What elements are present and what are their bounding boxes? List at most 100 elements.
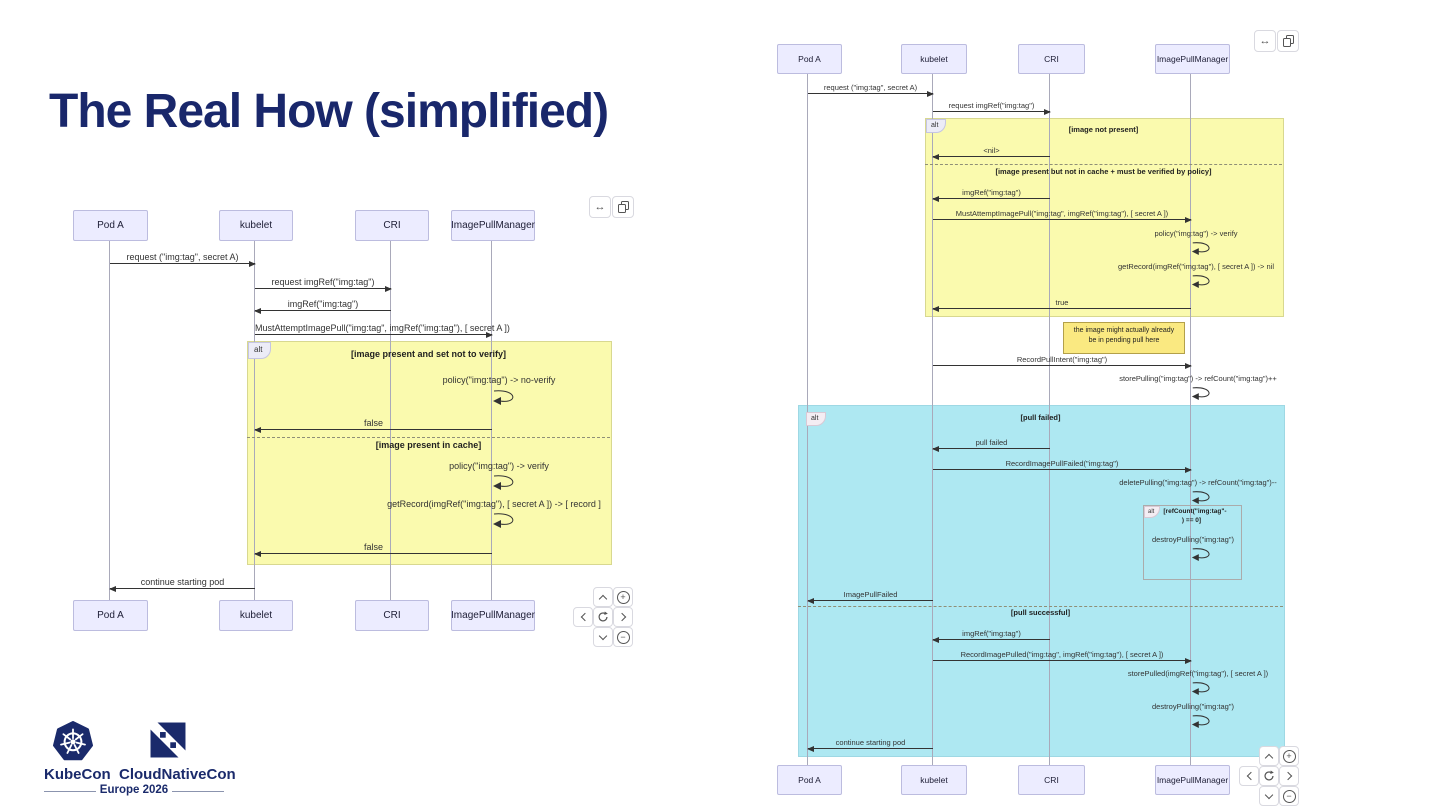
self-message-label: getRecord(imgRef("img:tag"), [ secret A … — [1117, 262, 1275, 271]
message-label: continue starting pod — [835, 738, 906, 747]
self-loop-arrow — [1191, 548, 1210, 561]
message-label: pull failed — [975, 438, 1008, 447]
self-message-label: destroyPulling("img:tag") — [1151, 702, 1235, 711]
message-record-pull-failed: RecordImagePullFailed("img:tag") — [933, 457, 1192, 473]
message-label: MustAttemptImagePull("img:tag", imgRef("… — [955, 209, 1169, 218]
minus-glyph: − — [1286, 790, 1292, 801]
message-request-imgref: request imgRef("img:tag") — [255, 274, 392, 292]
lifeline-pod-a — [109, 239, 110, 600]
chevron-right-icon — [617, 612, 626, 622]
note-box: the image might actually already be in p… — [1063, 322, 1185, 354]
lifeline-kubelet — [254, 239, 255, 600]
message-label: true — [1055, 298, 1069, 307]
zoom-out-button[interactable]: − — [1279, 786, 1299, 806]
self-message-label: getRecord(imgRef("img:tag"), [ secret A … — [387, 499, 601, 509]
minus-glyph: − — [620, 631, 626, 642]
footer-rule-left — [44, 791, 96, 792]
self-loop-arrow — [493, 513, 514, 528]
actor-pod-a-bottom: Pod A — [777, 765, 842, 795]
message-label: imgRef("img:tag") — [287, 299, 359, 309]
alt-block-cyan — [798, 405, 1285, 757]
chevron-down-icon — [1264, 790, 1274, 799]
alt-condition: [image present but not in cache + must b… — [995, 167, 1212, 176]
actor-imagepullmanager-bottom: ImagePullManager — [1155, 765, 1230, 795]
message-request-pod: request ("img:tag", secret A) — [110, 249, 256, 267]
alt-condition: [pull failed] — [1020, 413, 1061, 422]
alt-condition: [pull successful] — [1010, 608, 1071, 617]
pan-up-button[interactable] — [1259, 746, 1279, 766]
alt-block-yellow — [247, 341, 612, 565]
message-false: false — [254, 539, 492, 557]
slide-title: The Real How (simplified) — [49, 85, 609, 138]
message-imgref-reply: imgRef("img:tag") — [932, 627, 1050, 643]
lifeline-cri — [390, 239, 391, 600]
message-continue: continue starting pod — [109, 574, 255, 592]
message-label: request ("img:tag", secret A) — [823, 83, 918, 92]
chevron-up-icon — [598, 594, 608, 603]
actor-pod-a: Pod A — [73, 210, 148, 241]
alt-divider — [247, 437, 610, 438]
self-loop-arrow — [1191, 715, 1210, 728]
zoom-out-icon: − — [1282, 789, 1296, 803]
pan-down-button[interactable] — [593, 627, 613, 647]
self-loop-arrow — [1191, 491, 1210, 504]
actor-cri: CRI — [1018, 44, 1085, 74]
message-label: false — [363, 542, 383, 552]
message-label: imgRef("img:tag") — [962, 629, 1021, 638]
self-message-label: policy("img:tag") -> no-verify — [442, 375, 556, 385]
pan-right-button[interactable] — [613, 607, 633, 627]
kubecon-helm-icon — [53, 721, 93, 761]
lifeline-kubelet — [932, 73, 933, 765]
lifeline-cri — [1049, 73, 1050, 765]
message-nil: <nil> — [932, 144, 1050, 160]
note-line: be in pending pull here — [1088, 336, 1160, 344]
pan-down-button[interactable] — [1259, 786, 1279, 806]
message-false: false — [254, 415, 492, 433]
nested-alt-condition: ) == 0] — [1181, 517, 1202, 524]
message-continue: continue starting pod — [807, 736, 933, 752]
actor-kubelet: kubelet — [901, 44, 967, 74]
horizontal-arrows-icon: ↔ — [594, 201, 606, 213]
zoom-in-button[interactable]: + — [613, 587, 633, 607]
lifeline-imagepullmanager — [491, 239, 492, 600]
kubecon-label: KubeCon — [44, 766, 111, 783]
alt-condition: [image not present] — [1068, 125, 1139, 134]
copy-button[interactable] — [1277, 30, 1299, 52]
fit-width-button[interactable]: ↔ — [1254, 30, 1276, 52]
self-message-label: policy("img:tag") -> verify — [1154, 229, 1238, 238]
message-request-imgref: request imgRef("img:tag") — [933, 99, 1051, 115]
self-message-label: destroyPulling("img:tag") — [1151, 535, 1235, 544]
pan-left-button[interactable] — [1239, 766, 1259, 786]
copy-icon — [617, 201, 629, 213]
message-label: ImagePullFailed — [843, 590, 898, 599]
actor-imagepullmanager-bottom: ImagePullManager — [451, 600, 535, 631]
alt-condition: [image present and set not to verify] — [350, 349, 507, 359]
actor-cri-bottom: CRI — [1018, 765, 1085, 795]
actor-kubelet-bottom: kubelet — [219, 600, 293, 631]
actor-kubelet-bottom: kubelet — [901, 765, 967, 795]
pan-up-button[interactable] — [593, 587, 613, 607]
event-label: Europe 2026 — [99, 784, 169, 796]
message-label: MustAttemptImagePull("img:tag", imgRef("… — [255, 323, 510, 333]
fit-width-button[interactable]: ↔ — [589, 196, 611, 218]
zoom-in-button[interactable]: + — [1279, 746, 1299, 766]
message-label: false — [363, 418, 383, 428]
nested-alt-frame — [1143, 505, 1242, 580]
copy-button[interactable] — [612, 196, 634, 218]
chevron-left-icon — [580, 612, 589, 622]
copy-icon — [1282, 35, 1294, 47]
message-request-pod: request ("img:tag", secret A) — [808, 81, 934, 97]
zoom-out-button[interactable]: − — [613, 627, 633, 647]
alt-label: alt — [1144, 506, 1161, 518]
reset-view-button[interactable] — [1259, 766, 1279, 786]
reset-view-button[interactable] — [593, 607, 613, 627]
pan-right-button[interactable] — [1279, 766, 1299, 786]
actor-pod-a-bottom: Pod A — [73, 600, 148, 631]
pan-left-button[interactable] — [573, 607, 593, 627]
cloudnativecon-label: CloudNativeCon — [119, 766, 236, 783]
zoom-out-icon: − — [616, 630, 630, 644]
note-line: the image might actually already — [1073, 327, 1175, 334]
alt-condition: [image present in cache] — [375, 440, 482, 450]
nested-alt-condition: [refCount("img:tag"- — [1163, 508, 1227, 515]
plus-glyph: + — [1286, 750, 1292, 761]
